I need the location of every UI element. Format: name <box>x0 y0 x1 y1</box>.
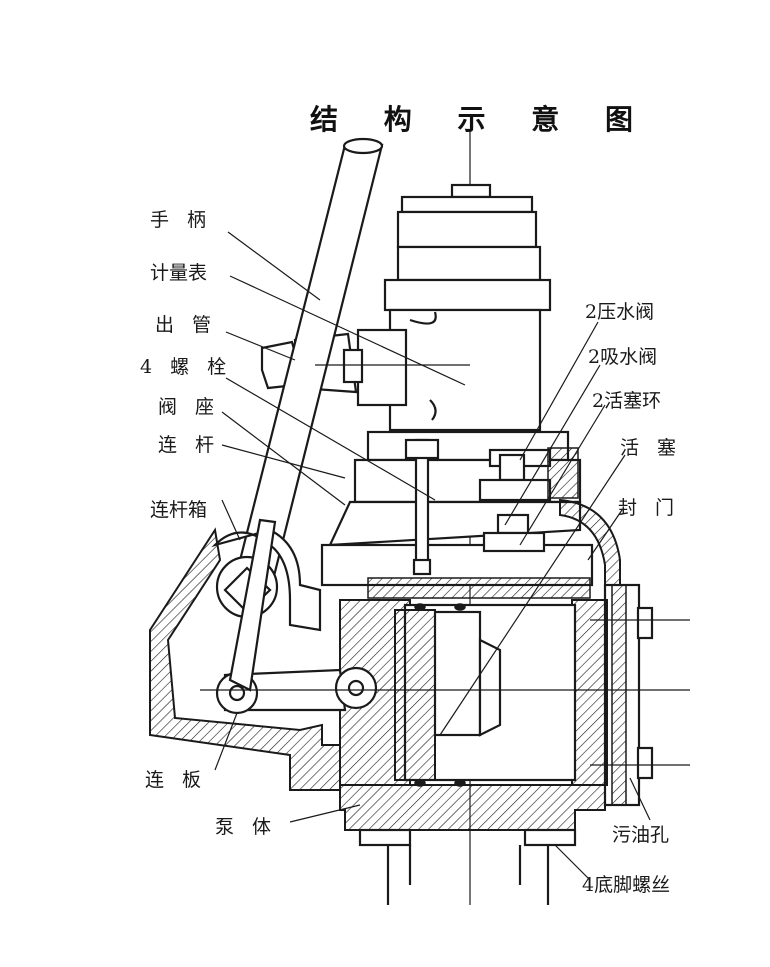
label-pump-body: 泵 体 <box>215 816 278 838</box>
gauge-housing <box>356 183 552 432</box>
rod-box <box>149 518 378 791</box>
label-pressure-valve: 2压水阀 <box>585 301 655 323</box>
label-handle: 手 柄 <box>150 209 213 231</box>
valve-block <box>320 430 594 599</box>
pump-body <box>339 599 608 905</box>
seal-door <box>559 498 654 807</box>
label-bolts4: 4 螺 栓 <box>140 356 233 378</box>
label-seal-door: 封 门 <box>618 497 681 519</box>
label-piston-ring: 2活塞环 <box>592 390 662 412</box>
leader-lines <box>214 231 651 881</box>
label-link-plate: 连 板 <box>145 769 208 791</box>
label-outlet-pipe: 出 管 <box>155 314 218 336</box>
label-foot-screws: 4底脚螺丝 <box>582 874 671 896</box>
diagram-title: 结 构 示 意 图 <box>310 103 651 136</box>
label-suction-valve: 2吸水阀 <box>588 346 658 368</box>
label-piston: 活 塞 <box>620 437 683 459</box>
label-gauge: 计量表 <box>150 262 208 284</box>
label-valve-seat: 阀 座 <box>158 396 221 418</box>
label-drain-hole: 污油孔 <box>612 824 670 846</box>
label-rod-box: 连杆箱 <box>150 499 208 521</box>
label-connecting-rod: 连 杆 <box>158 434 221 456</box>
